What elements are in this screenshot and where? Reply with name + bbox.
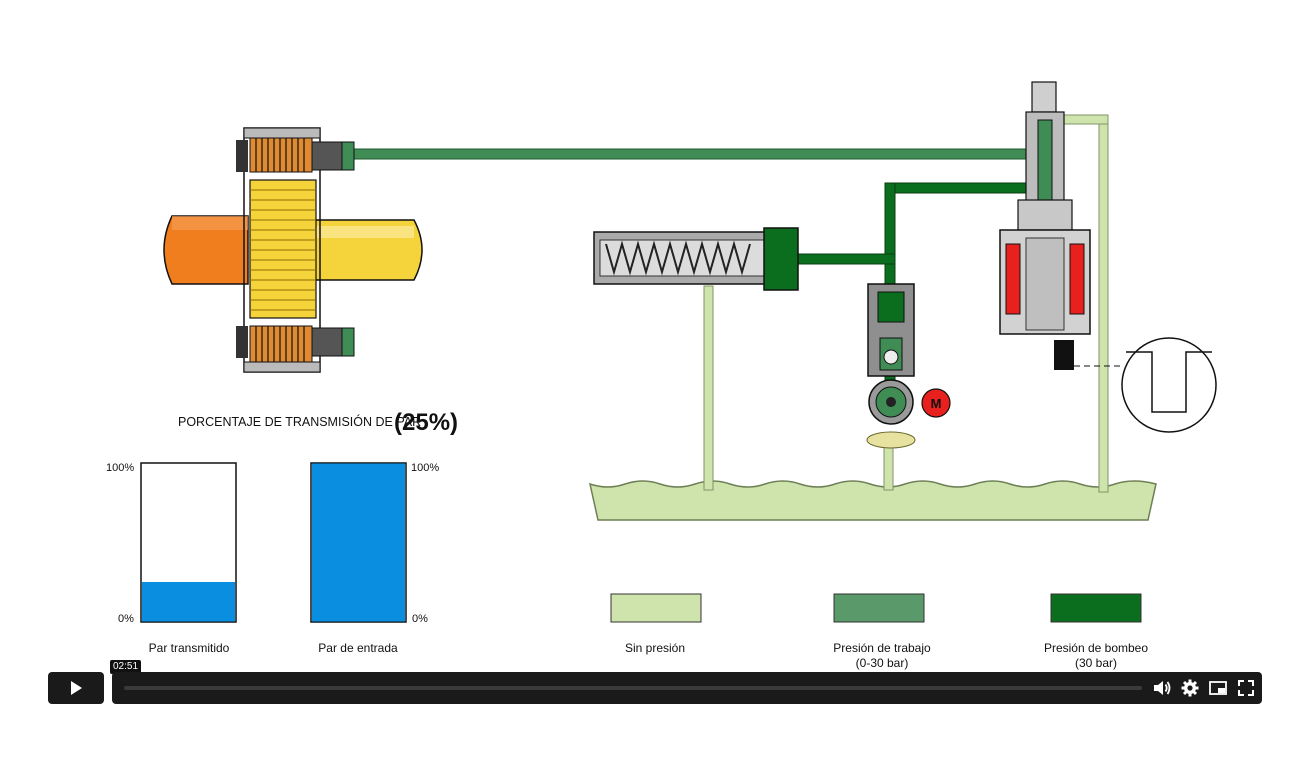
legend-swatch-pump-pressure [1050,593,1142,623]
torque-heading: PORCENTAJE DE TRANSMISIÓN DE PAR [178,414,421,429]
volume-icon[interactable] [1152,678,1172,698]
pressure-accumulator [593,227,799,291]
torque-percent: (25%) [394,409,458,436]
control-signal-indicator [1074,337,1217,433]
legend [610,593,1142,623]
gauge-left-caption: Par transmitido [149,641,230,655]
return-lines [703,114,1109,493]
pip-icon[interactable] [1208,678,1228,698]
legend-label-pump-pressure: Presión de bombeo [1044,641,1148,655]
gauge-right-max-label: 100% [411,462,439,474]
current-time: 02:51 [110,660,142,674]
clutch-assembly [163,127,423,373]
transmitted-torque-gauge [140,462,237,623]
legend-sublabel-working-pressure: (0-30 bar) [856,656,909,670]
legend-swatch-working-pressure [833,593,925,623]
motor-label: M [931,396,942,411]
play-icon [71,681,82,695]
pump-assembly [866,283,916,449]
gauge-right-min-label: 0% [412,613,428,625]
fullscreen-icon[interactable] [1236,678,1256,698]
gauge-left-max-label: 100% [106,462,134,474]
solenoid-valve [999,81,1091,370]
legend-label-no-pressure: Sin presión [625,641,685,655]
motor [921,388,951,418]
gauge-right-caption: Par de entrada [318,641,398,655]
input-torque-gauge [310,462,407,623]
legend-sublabel-pump-pressure: (30 bar) [1075,656,1117,670]
oil-reservoir [588,480,1157,521]
settings-icon[interactable] [1180,678,1200,698]
legend-swatch-no-pressure [610,593,702,623]
progress-bar[interactable] [124,686,1142,690]
player-control-bar [112,672,1262,704]
legend-label-working-pressure: Presión de trabajo [833,641,931,655]
gauge-left-min-label: 0% [118,613,134,625]
play-button[interactable] [48,672,104,704]
